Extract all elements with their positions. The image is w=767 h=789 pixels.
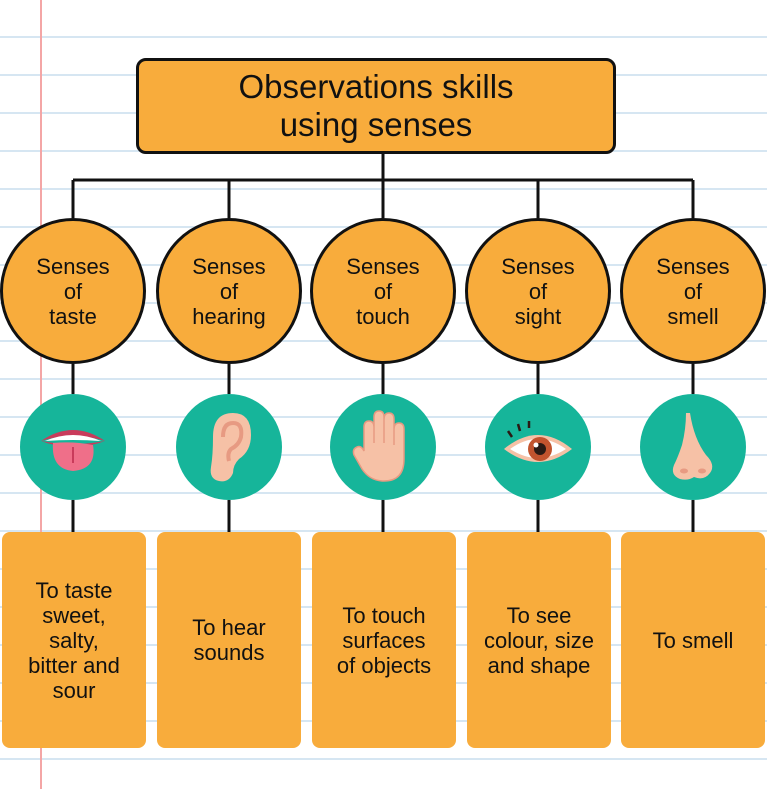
description-sight: To see colour, size and shape [467, 532, 611, 748]
sense-hearing-node: Senses of hearing [156, 218, 302, 364]
description-smell: To smell [621, 532, 765, 748]
eye-icon-badge [485, 394, 591, 500]
sense-sight-node: Senses of sight [465, 218, 611, 364]
sense-smell-node: Senses of smell [620, 218, 766, 364]
hand-icon [352, 410, 405, 482]
nose-icon [672, 413, 713, 480]
description-hearing: To hear sounds [157, 532, 301, 748]
ear-icon [210, 413, 251, 482]
diagram-title: Observations skills using senses [136, 58, 616, 154]
ear-icon-badge [176, 394, 282, 500]
hand-icon-badge [330, 394, 436, 500]
sense-taste-node: Senses of taste [0, 218, 146, 364]
description-taste: To taste sweet, salty, bitter and sour [2, 532, 146, 748]
tongue-icon [41, 430, 105, 471]
sense-touch-node: Senses of touch [310, 218, 456, 364]
tongue-icon-badge [20, 394, 126, 500]
eye-icon [504, 421, 572, 462]
nose-icon-badge [640, 394, 746, 500]
notebook-margin-line [40, 0, 42, 789]
description-touch: To touch surfaces of objects [312, 532, 456, 748]
